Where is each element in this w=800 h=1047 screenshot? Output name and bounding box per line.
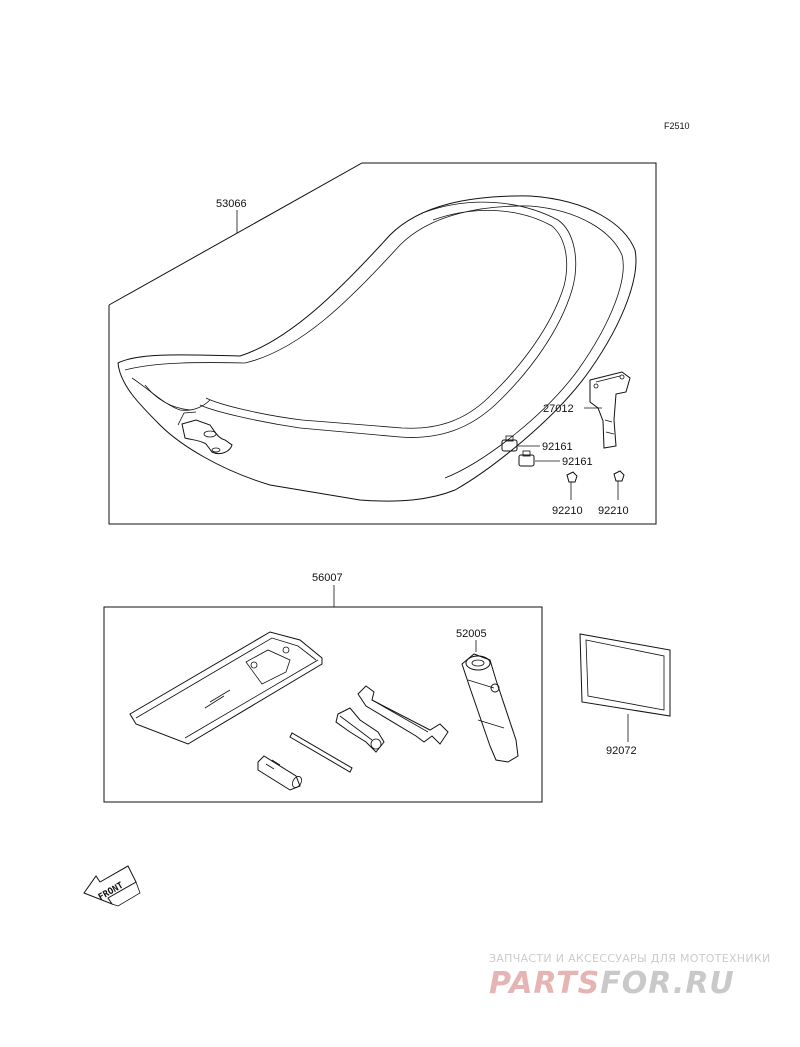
bracket-27012: [589, 371, 631, 449]
part-label-92210-b: 92210: [598, 505, 629, 517]
watermark-tagline: ЗАПЧАСТИ И АКСЕССУАРЫ ДЛЯ МОТОТЕХНИКИ: [489, 952, 771, 965]
wrench-tool: [357, 685, 449, 745]
socket-tool: [257, 755, 302, 791]
part-label-56007: 56007: [312, 572, 343, 584]
part-label-92072: 92072: [606, 745, 637, 757]
nut-92210-b: [613, 470, 625, 500]
figure-ref: F2510: [664, 121, 690, 131]
screwdriver-rod: [289, 732, 353, 773]
part-label-92161-b: 92161: [562, 456, 593, 468]
part-label-53066: 53066: [216, 198, 247, 210]
plate-92072: [579, 633, 671, 742]
watermark-logo-second: FOR.RU: [600, 966, 735, 1001]
nut-92210-a: [566, 471, 578, 500]
watermark-logo-main: PARTS: [489, 966, 600, 1001]
seat-group: 53066 27012 92161 92161 92210: [108, 162, 657, 525]
part-label-92161-a: 92161: [542, 441, 573, 453]
toolkit-group: 56007: [103, 572, 543, 803]
watermark: ЗАПЧАСТИ И АКСЕССУАРЫ ДЛЯ МОТОТЕХНИКИ PA…: [489, 952, 771, 1001]
toolkit-frame: [103, 606, 543, 803]
damper-92161-a: [501, 435, 518, 452]
tool-bag: [129, 631, 323, 745]
spanner-tool: [335, 707, 385, 753]
part-label-92210-a: 92210: [552, 505, 583, 517]
plug-wrench-52005: [461, 653, 519, 763]
front-label: FRONT: [97, 880, 126, 902]
part-label-27012: 27012: [543, 403, 574, 415]
seat-drawing: [117, 195, 637, 502]
front-arrow-icon: FRONT: [83, 865, 141, 907]
damper-92161-b: [518, 450, 535, 467]
part-label-52005: 52005: [456, 628, 487, 640]
seat-frame: [108, 162, 657, 525]
watermark-logo: PARTSFOR.RU: [489, 966, 735, 1001]
